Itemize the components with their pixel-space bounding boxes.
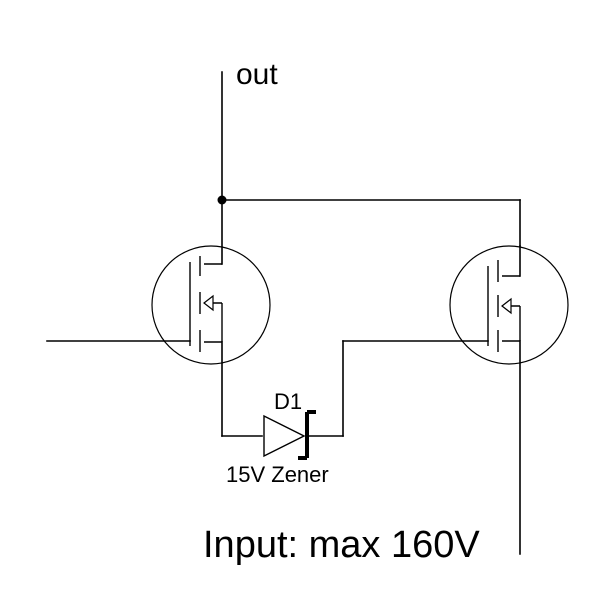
mosfet-q2-arrow-icon	[501, 297, 512, 315]
mosfet-q1	[46, 199, 271, 437]
mosfet-q2-body	[449, 245, 569, 365]
mosfet-q1-arrow-icon	[203, 294, 214, 312]
zener-diode-triangle-icon	[263, 414, 306, 458]
input-label: Input: max 160V	[203, 524, 480, 566]
diode-value-label: 15V Zener	[226, 462, 329, 487]
mosfet-q1-body	[151, 245, 271, 365]
out-label: out	[236, 58, 278, 91]
diode-ref-label: D1	[274, 389, 302, 414]
zener-diode-d1	[221, 410, 344, 460]
gate-drive-wire	[342, 340, 489, 437]
drain-connection-wire	[221, 199, 521, 247]
mosfet-q2	[449, 245, 569, 555]
